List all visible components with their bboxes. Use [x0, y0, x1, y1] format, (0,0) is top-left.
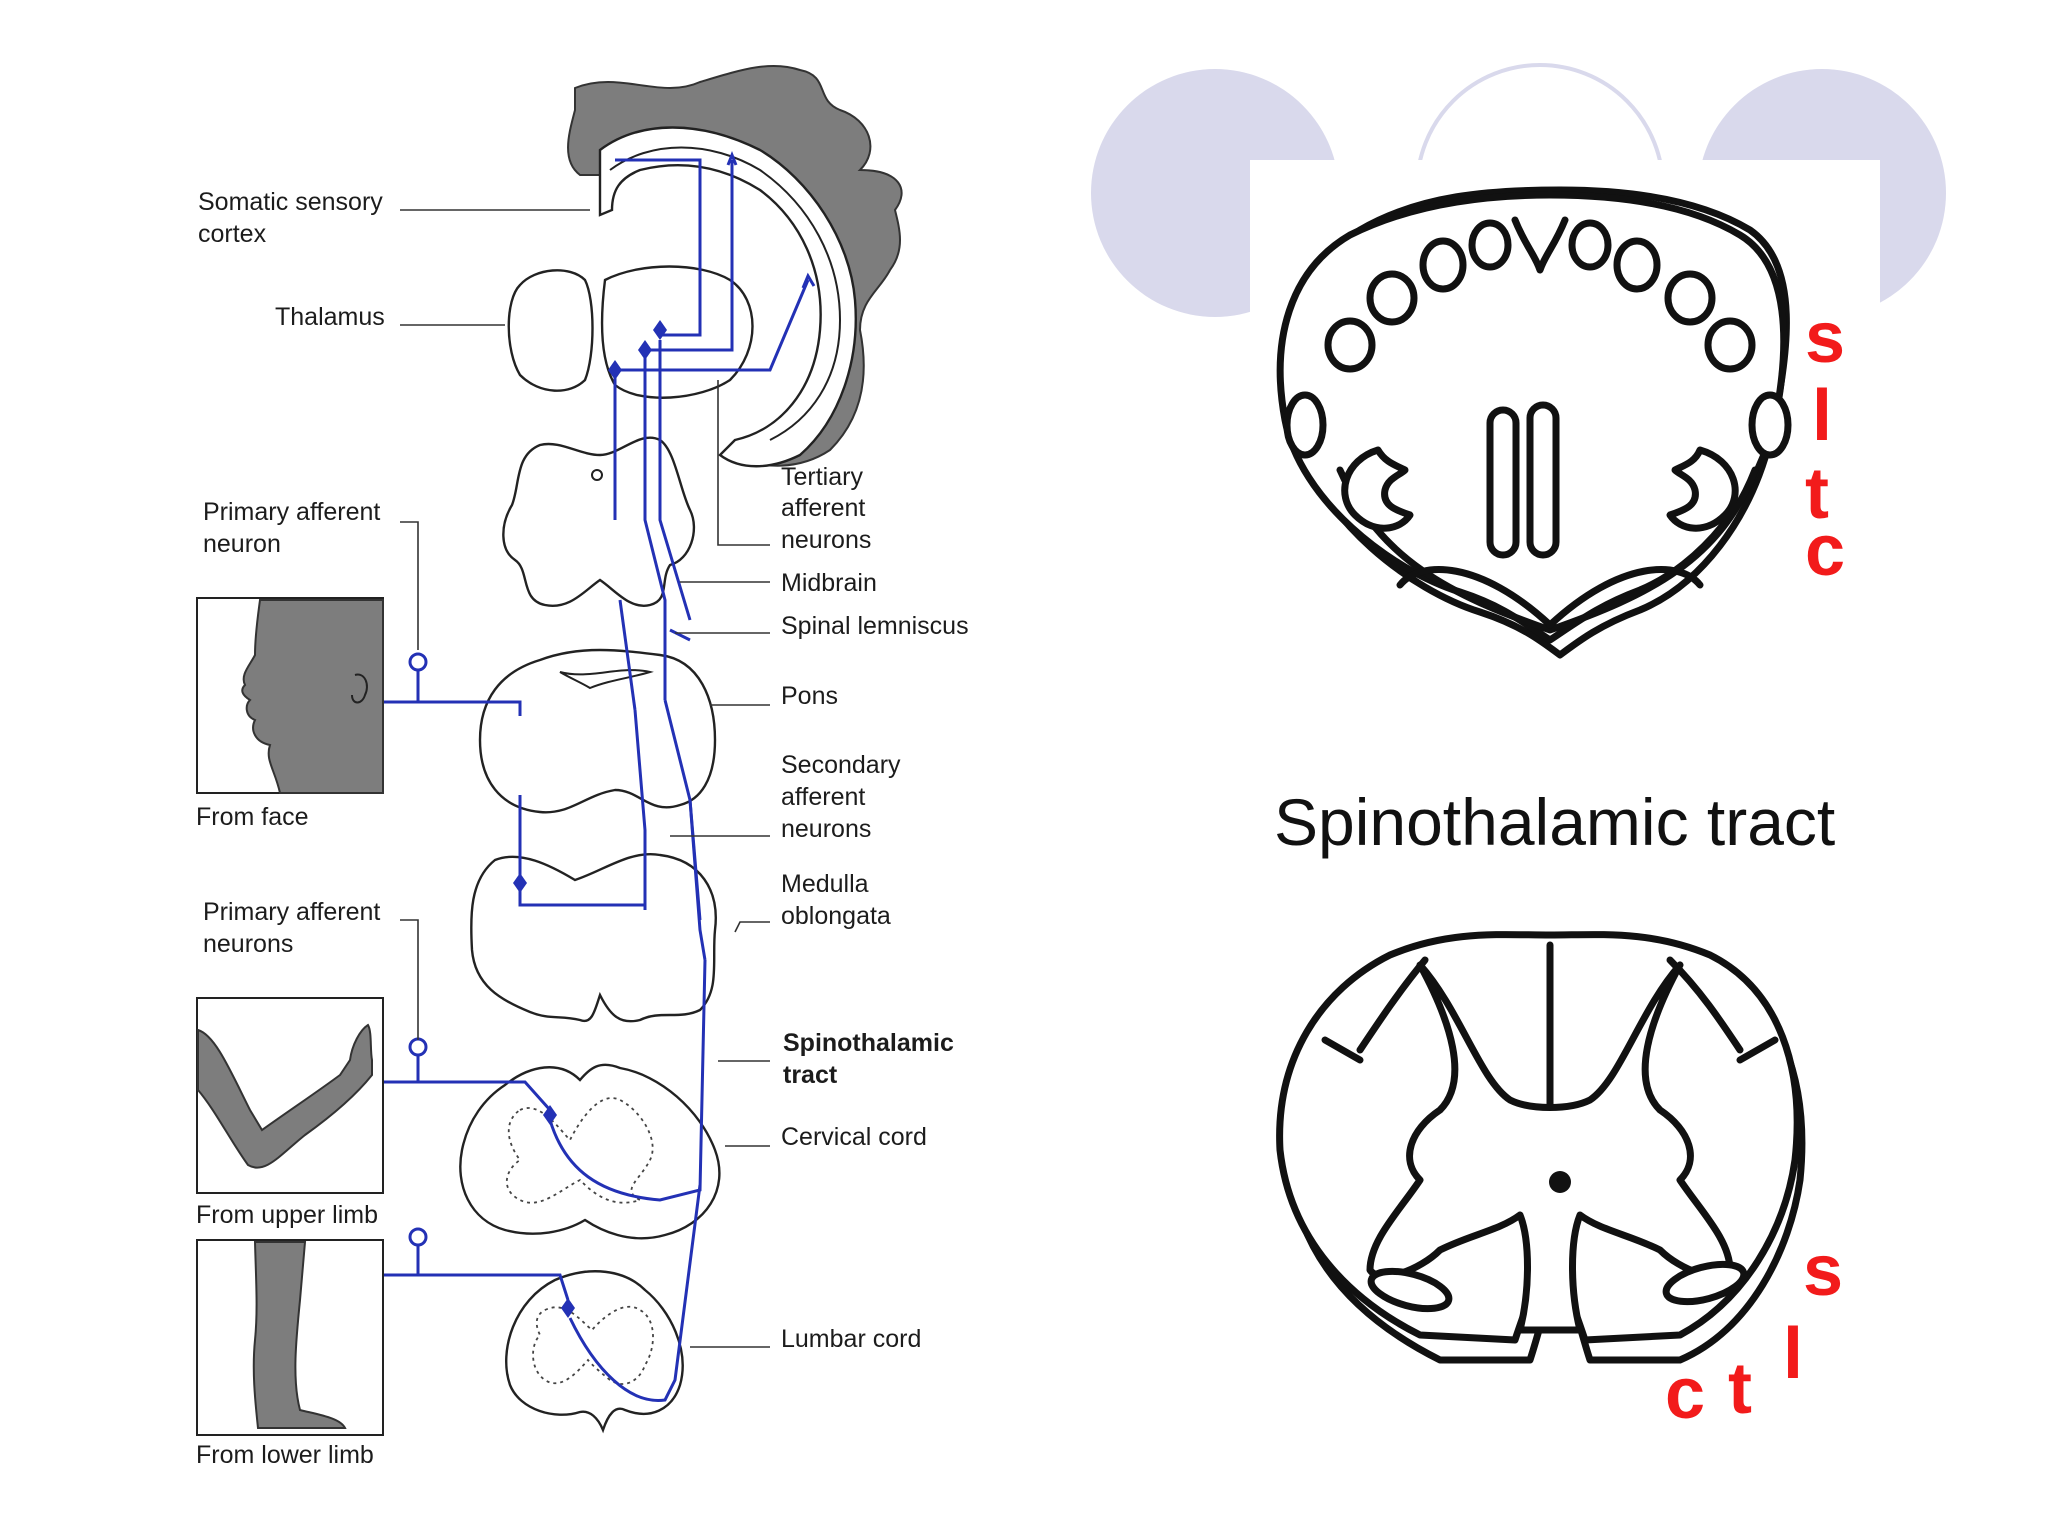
label-secondary-3: neurons	[781, 815, 871, 843]
label-spinal-lemniscus: Spinal lemniscus	[781, 612, 969, 640]
lower-letter-l: l	[1783, 1314, 1803, 1394]
label-primary-afferent-neuron-1: Primary afferent	[203, 498, 380, 526]
label-somatic-sensory-cortex-1: Somatic sensory	[198, 188, 383, 216]
label-secondary-2: afferent	[781, 783, 865, 811]
label-primary-afferent-neuron-2: neuron	[203, 530, 281, 558]
label-somatic-sensory-cortex-2: cortex	[198, 220, 267, 248]
label-primary-afferent-neurons-2: neurons	[203, 930, 293, 958]
upper-letter-t: t	[1805, 454, 1829, 534]
upper-letter-l: l	[1812, 376, 1832, 456]
lumbar-cord-section	[505, 1270, 684, 1434]
upper-letter-s: s	[1805, 298, 1845, 378]
lower-cross-section	[1276, 931, 1806, 1364]
label-primary-afferent-neurons-1: Primary afferent	[203, 898, 380, 926]
label-spinothalamic-tract-2: tract	[783, 1061, 838, 1089]
label-tertiary-3: neurons	[781, 526, 871, 554]
upper-cross-section	[1276, 186, 1792, 659]
upper-letters: s l t c	[1805, 298, 1845, 591]
label-spinothalamic-tract-1: Spinothalamic	[783, 1029, 954, 1057]
cervical-cord-section	[459, 1063, 721, 1240]
upper-letter-c: c	[1805, 511, 1845, 591]
lower-letters: s l t c	[1665, 1231, 1843, 1434]
label-lumbar-cord: Lumbar cord	[781, 1325, 921, 1353]
face-inset	[196, 597, 384, 794]
label-from-lower-limb: From lower limb	[196, 1441, 374, 1469]
lower-letter-t: t	[1728, 1349, 1752, 1429]
lower-letter-c: c	[1665, 1354, 1705, 1434]
leader-lines	[400, 209, 770, 1348]
slide-caption: Spinothalamic tract	[1274, 785, 1835, 859]
label-secondary-1: Secondary	[781, 751, 901, 779]
label-tertiary-2: afferent	[781, 494, 865, 522]
label-medulla-2: oblongata	[781, 902, 891, 930]
label-pons: Pons	[781, 682, 838, 710]
label-from-face: From face	[196, 803, 309, 831]
pons-section	[478, 648, 717, 814]
thalamus-section	[507, 265, 754, 399]
label-thalamus: Thalamus	[275, 303, 385, 331]
pathway-diagram: Somatic sensory cortex Thalamus Primary …	[196, 64, 969, 1469]
label-cervical-cord: Cervical cord	[781, 1123, 927, 1151]
lower-limb-inset	[196, 1239, 384, 1436]
lower-letter-s: s	[1803, 1231, 1843, 1311]
label-medulla-1: Medulla	[781, 870, 869, 898]
neuron-pathways	[275, 150, 816, 1402]
label-tertiary-1: Tertiary	[781, 463, 863, 491]
cortex-section	[567, 64, 903, 468]
medulla-section	[470, 853, 717, 1023]
label-from-upper-limb: From upper limb	[196, 1201, 378, 1229]
midbrain-section	[502, 436, 696, 607]
diagram-labels: Somatic sensory cortex Thalamus Primary …	[196, 188, 969, 1469]
upper-limb-inset	[196, 997, 384, 1194]
label-midbrain: Midbrain	[781, 569, 877, 597]
